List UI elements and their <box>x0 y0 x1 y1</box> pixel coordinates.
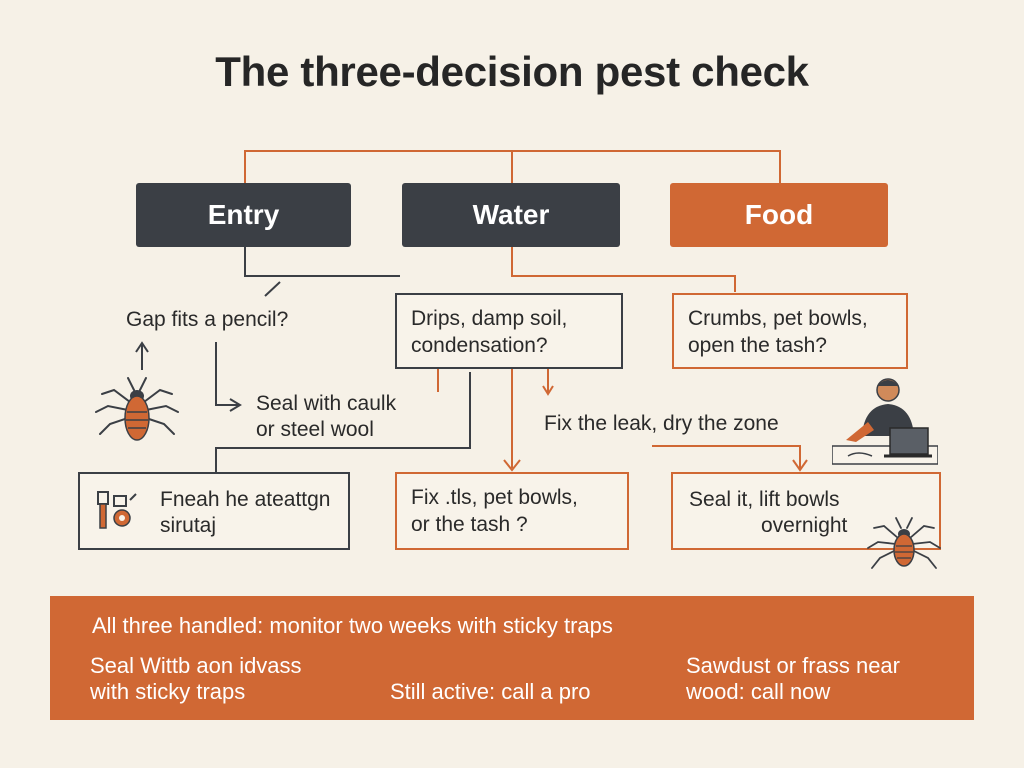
summary-right-line2: wood: call now <box>686 679 831 704</box>
page-title: The three-decision pest check <box>215 48 809 95</box>
entry-result-box: Fneah he ateattgn sirutaj <box>78 472 350 550</box>
food-question-line2: open the tash? <box>688 334 827 357</box>
food-question-line1: Crumbs, pet bowls, <box>688 307 868 330</box>
summary-right-line1: Sawdust or frass near <box>686 653 900 678</box>
entry-result-line1: Fneah he ateattgn <box>160 488 331 511</box>
summary-left-line2: with sticky traps <box>90 679 246 704</box>
tools-icon <box>92 486 140 534</box>
pest-insect-icon <box>92 372 182 452</box>
entry-action-line1: Seal with caulk <box>256 392 397 415</box>
person-laptop-icon <box>831 376 939 466</box>
water-question-line2: condensation? <box>411 334 548 357</box>
entry-action-line2: or steel wool <box>256 418 374 441</box>
water-question-line1: Drips, damp soil, <box>411 307 568 330</box>
water-result-line1: Fix .tls, pet bowls, <box>411 486 578 509</box>
food-question-box: Crumbs, pet bowls, open the tash? <box>672 293 908 369</box>
entry-question: Gap fits a pencil? <box>126 308 289 331</box>
food-header: Food <box>670 183 888 247</box>
pest-insect-icon <box>864 514 944 576</box>
food-result-line1: Seal it, lift bowls <box>689 488 840 511</box>
summary-headline: All three handled: monitor two weeks wit… <box>92 613 613 638</box>
food-result-line2: overnight <box>761 514 848 537</box>
entry-result-line2: sirutaj <box>160 514 217 537</box>
summary-left-line1: Seal Wittb aon idvass <box>90 653 302 678</box>
water-result-box: Fix .tls, pet bowls, or the tash ? <box>395 472 629 550</box>
summary-panel: All three handled: monitor two weeks wit… <box>50 596 974 720</box>
water-question-box: Drips, damp soil, condensation? <box>395 293 623 369</box>
water-header: Water <box>402 183 620 247</box>
water-result-line2: or the tash ? <box>411 513 528 536</box>
water-action: Fix the leak, dry the zone <box>544 412 779 435</box>
summary-middle: Still active: call a pro <box>390 679 591 704</box>
entry-header: Entry <box>136 183 351 247</box>
